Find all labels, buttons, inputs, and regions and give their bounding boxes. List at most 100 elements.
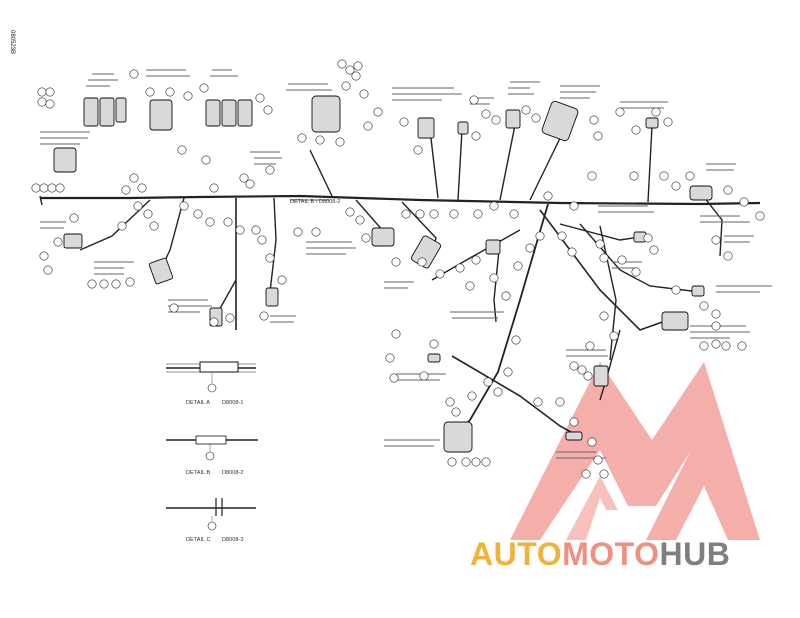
callout-circle (491, 115, 501, 125)
callout-circle (263, 105, 273, 115)
callout-circle (239, 173, 249, 183)
callout-circle (587, 437, 597, 447)
callout-circle (593, 131, 603, 141)
connector-group (53, 95, 713, 453)
callout-circle (361, 233, 371, 243)
callout-circle (183, 91, 193, 101)
brand-part-hub: HUB (659, 536, 731, 572)
callout-circle (337, 59, 347, 69)
callout-circle (177, 145, 187, 155)
callout-circle (557, 231, 567, 241)
callout-circle (385, 353, 395, 363)
callout-circle (617, 255, 627, 265)
callout-circle (413, 145, 423, 155)
callout-circle (225, 313, 235, 323)
callout-circle (429, 209, 439, 219)
callout-circle (543, 191, 553, 201)
detail-a-view: DETAIL A D8008-1 (166, 361, 256, 406)
detail-b-code: D8008-2 (222, 470, 243, 476)
callout-circle (583, 371, 593, 381)
callout-circle (389, 373, 399, 383)
callout-circle (445, 397, 455, 407)
callout-circle (587, 171, 597, 181)
callout-circle (711, 309, 721, 319)
callout-circle (473, 209, 483, 219)
callout-circle (43, 265, 53, 275)
callout-circle (45, 87, 55, 97)
callout-circle (353, 61, 363, 71)
callout-circle (143, 209, 153, 219)
callout-circle (311, 227, 321, 237)
callout-circle (315, 135, 325, 145)
callout-circle (685, 171, 695, 181)
callout-circle (87, 279, 97, 289)
callout-circle (373, 107, 383, 117)
callout-circle (345, 207, 355, 217)
callout-circle (199, 83, 209, 93)
callout-circle (277, 275, 287, 285)
callout-circle (45, 99, 55, 109)
callout-circle (205, 217, 215, 227)
callout-circle (711, 321, 721, 331)
callout-circle (535, 231, 545, 241)
callout-circle (391, 257, 401, 267)
callout-circle (651, 107, 661, 117)
callout-circle (37, 87, 47, 97)
callout-circle (461, 457, 471, 467)
callout-circle (133, 201, 143, 211)
callout-circle (121, 185, 131, 195)
callout-circle (467, 391, 477, 401)
callout-circle (435, 269, 445, 279)
callout-circle (533, 397, 543, 407)
callout-circle (259, 311, 269, 321)
callout-circle (569, 361, 579, 371)
callout-circle (39, 251, 49, 261)
callout-circle (399, 117, 409, 127)
callout-circle (609, 331, 619, 341)
callout-circle (577, 365, 587, 375)
detail-c-view: DETAIL C D8008-3 (166, 498, 256, 543)
callout-circle (481, 457, 491, 467)
callout-circle (37, 97, 47, 107)
callout-circle (129, 173, 139, 183)
callout-circle (125, 277, 135, 287)
callout-circle (531, 113, 541, 123)
callout-circle (137, 183, 147, 193)
callout-circle (53, 237, 63, 247)
callouts (31, 59, 765, 479)
callout-circle (711, 235, 721, 245)
callout-circle (631, 125, 641, 135)
callout-circle (737, 341, 747, 351)
trunk-detail-label: DETAIL B / D8008-2 (290, 199, 340, 205)
callout-circle (209, 317, 219, 327)
callout-circle (69, 213, 79, 223)
watermark-logo (510, 362, 760, 540)
callout-circle (471, 457, 481, 467)
callout-circle (671, 285, 681, 295)
callout-circle (235, 225, 245, 235)
callout-circle (359, 89, 369, 99)
callout-circle (493, 387, 503, 397)
callout-circle (129, 69, 139, 79)
brand-part-auto: AUTO (470, 536, 563, 572)
callout-circle (649, 245, 659, 255)
callout-circle (513, 261, 523, 271)
callout-circle (179, 201, 189, 211)
callout-circle (521, 105, 531, 115)
callout-circle (47, 183, 57, 193)
callout-circle (471, 131, 481, 141)
detail-b-label: DETAIL B (186, 470, 211, 476)
callout-circle (629, 171, 639, 181)
callout-circle (569, 417, 579, 427)
main-harness-trunk (39, 119, 761, 437)
callout-circle (599, 311, 609, 321)
detail-c-code: D8008-3 (222, 537, 243, 543)
callout-circle (481, 109, 491, 119)
callout-circle (503, 367, 513, 377)
callout-circle (145, 87, 155, 97)
callout-circle (755, 211, 765, 221)
callout-circle (525, 243, 535, 253)
callout-circle (723, 251, 733, 261)
callout-circle (599, 253, 609, 263)
